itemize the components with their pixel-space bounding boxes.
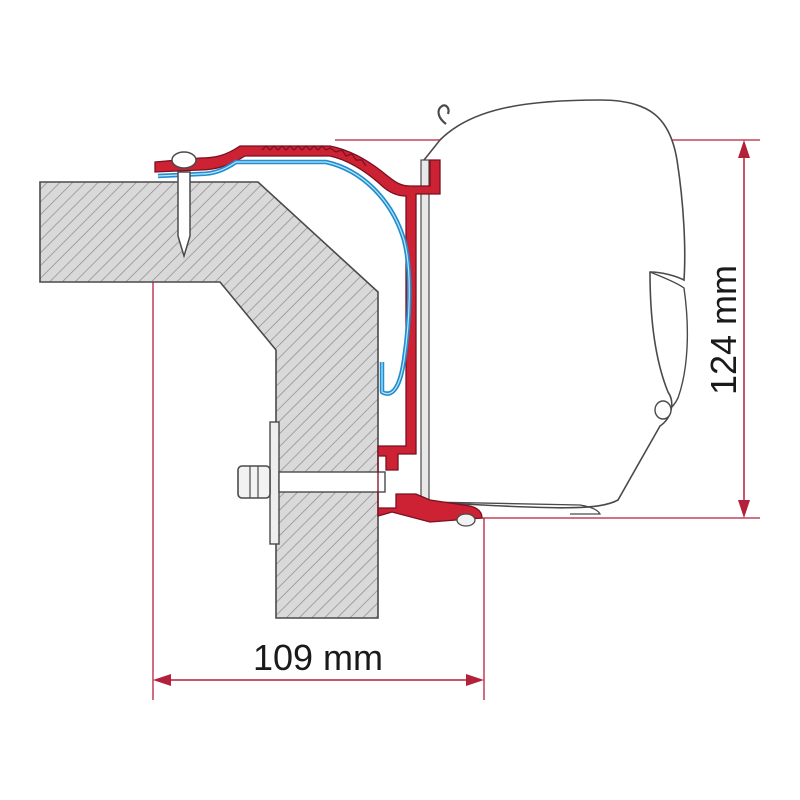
screw-head [171, 151, 197, 169]
bolt-head [237, 465, 271, 499]
width-dimension: 109 mm [153, 637, 484, 686]
width-dimension-label: 109 mm [253, 637, 383, 678]
width-arrow-left [153, 674, 171, 686]
adapter-foot [456, 513, 476, 527]
height-arrow-top [738, 140, 750, 158]
adapter-teeth [261, 145, 367, 167]
bolt-shaft [278, 471, 386, 493]
adapter-profile [154, 145, 483, 523]
height-dimension-label: 124 mm [703, 265, 744, 395]
seal-strip-highlight [157, 161, 410, 395]
mounting-channel [420, 159, 430, 501]
wall-cross-section [39, 181, 379, 619]
washer-plate [269, 421, 280, 545]
screw-shank [177, 171, 191, 259]
width-arrow-right [466, 674, 484, 686]
awning-handle [654, 400, 672, 420]
screw [171, 151, 197, 259]
height-dimension: 124 mm [703, 140, 750, 518]
awning-bottom-lip [429, 501, 602, 515]
height-arrow-bottom [738, 500, 750, 518]
awning-top-hook [437, 104, 450, 125]
awning-cassette [423, 99, 686, 509]
